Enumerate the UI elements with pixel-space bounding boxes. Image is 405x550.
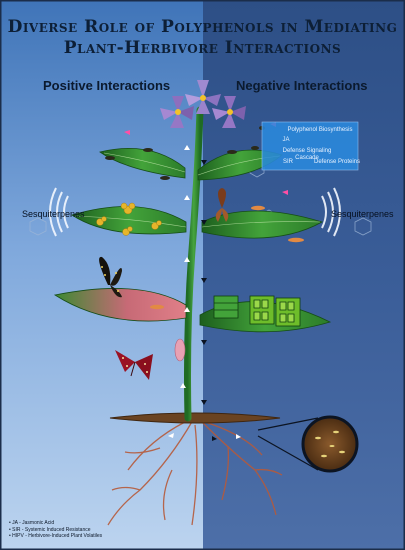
legend-item: • HIPV - Herbivore-Induced Plant Volatil… xyxy=(9,533,103,539)
negative-heading: Negative Interactions xyxy=(236,78,368,93)
info-box-line-5: Defense Proteins xyxy=(313,159,361,165)
info-box-line-3: Defense Signaling Cascade xyxy=(282,148,332,161)
legend-item: • JA - Jasmonic Acid xyxy=(9,520,55,526)
sesquiterpenes-label-left: Sesquiterpenes xyxy=(22,209,85,219)
info-box-line-1: Polyphenol Biosynthesis xyxy=(287,127,353,133)
info-box-line-2: JA xyxy=(282,137,290,143)
sesquiterpenes-label-right: Sesquiterpenes xyxy=(331,209,394,219)
abbreviation-legend: • JA - Jasmonic Acid • SIR - Systemic In… xyxy=(9,520,102,540)
positive-heading: Positive Interactions xyxy=(43,78,171,93)
info-box-line-4: SIR xyxy=(282,159,293,165)
title-line-2: Plant-Herbivore Interactions xyxy=(63,38,342,58)
title-line-1: Diverse Role of Polyphenols in Mediating xyxy=(7,17,398,37)
legend-item: • SIR - Systemic Induced Resistance xyxy=(9,526,91,533)
